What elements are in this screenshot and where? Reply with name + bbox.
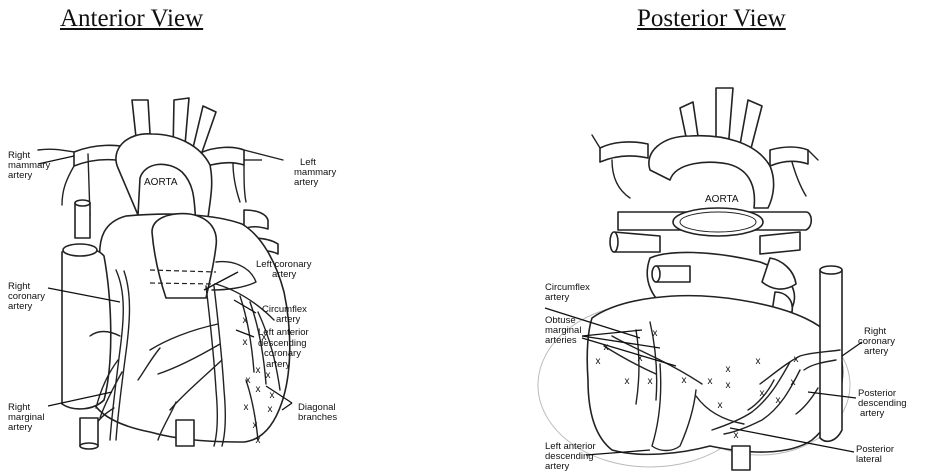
anterior-heart: x x x x x x x x x x x x AORTA — [38, 98, 292, 449]
posterior-aorta-label: AORTA — [705, 194, 739, 205]
posterior-marker: x — [625, 376, 630, 387]
anterior-right-coronary-label: Right coronary artery — [8, 281, 48, 312]
posterior-marker: x — [718, 400, 723, 411]
posterior-marker: x — [648, 376, 653, 387]
anterior-lad-label: Left anterior descending coronary artery — [258, 327, 311, 370]
posterior-lateral-label: Posterior lateral — [856, 444, 897, 465]
anterior-marker: x — [243, 337, 248, 348]
posterior-marker: x — [596, 356, 601, 367]
anterior-marker: x — [256, 435, 261, 446]
posterior-marker: x — [760, 388, 765, 399]
posterior-circumflex-label: Circumflex artery — [545, 282, 593, 303]
posterior-marker: x — [682, 375, 687, 386]
anterior-marker: x — [253, 420, 258, 431]
posterior-marker: x — [734, 430, 739, 441]
left-mammary-artery-label: Left mammary artery — [294, 157, 339, 188]
anterior-marker: x — [268, 404, 273, 415]
posterior-marker: x — [726, 364, 731, 375]
anterior-marker: x — [266, 370, 271, 381]
right-mammary-artery-label: Right mammary artery — [8, 150, 53, 181]
posterior-descending-artery-label: Posterior descending artery — [858, 388, 909, 419]
diagonal-branches-label: Diagonal branches — [298, 402, 338, 423]
right-marginal-artery-label: Right marginal artery — [8, 402, 47, 433]
anterior-marker: x — [256, 365, 261, 376]
posterior-marker: x — [708, 376, 713, 387]
pulmonary-trunk — [152, 214, 216, 298]
posterior-marker: x — [653, 328, 658, 339]
posterior-right-coronary-label: Right coronary artery — [858, 326, 898, 357]
posterior-marker: x — [776, 395, 781, 406]
vena-cava-upper — [75, 203, 90, 238]
posterior-left-anterior-descending-label: Left anterior descending artery — [545, 441, 598, 471]
anterior-marker: x — [244, 402, 249, 413]
posterior-marker: x — [604, 342, 609, 353]
posterior-marker: x — [791, 377, 796, 388]
posterior-heart: AORTA x x x — [538, 88, 862, 470]
posterior-marker: x — [726, 380, 731, 391]
posterior-marker: x — [794, 354, 799, 365]
anterior-marker: x — [243, 315, 248, 326]
posterior-marker: x — [756, 356, 761, 367]
obtuse-marginal-arteries-label: Obtuse marginal arteries — [545, 315, 584, 346]
anterior-marker: x — [246, 375, 251, 386]
anterior-aorta-label: AORTA — [144, 177, 178, 188]
anterior-marker: x — [256, 384, 261, 395]
